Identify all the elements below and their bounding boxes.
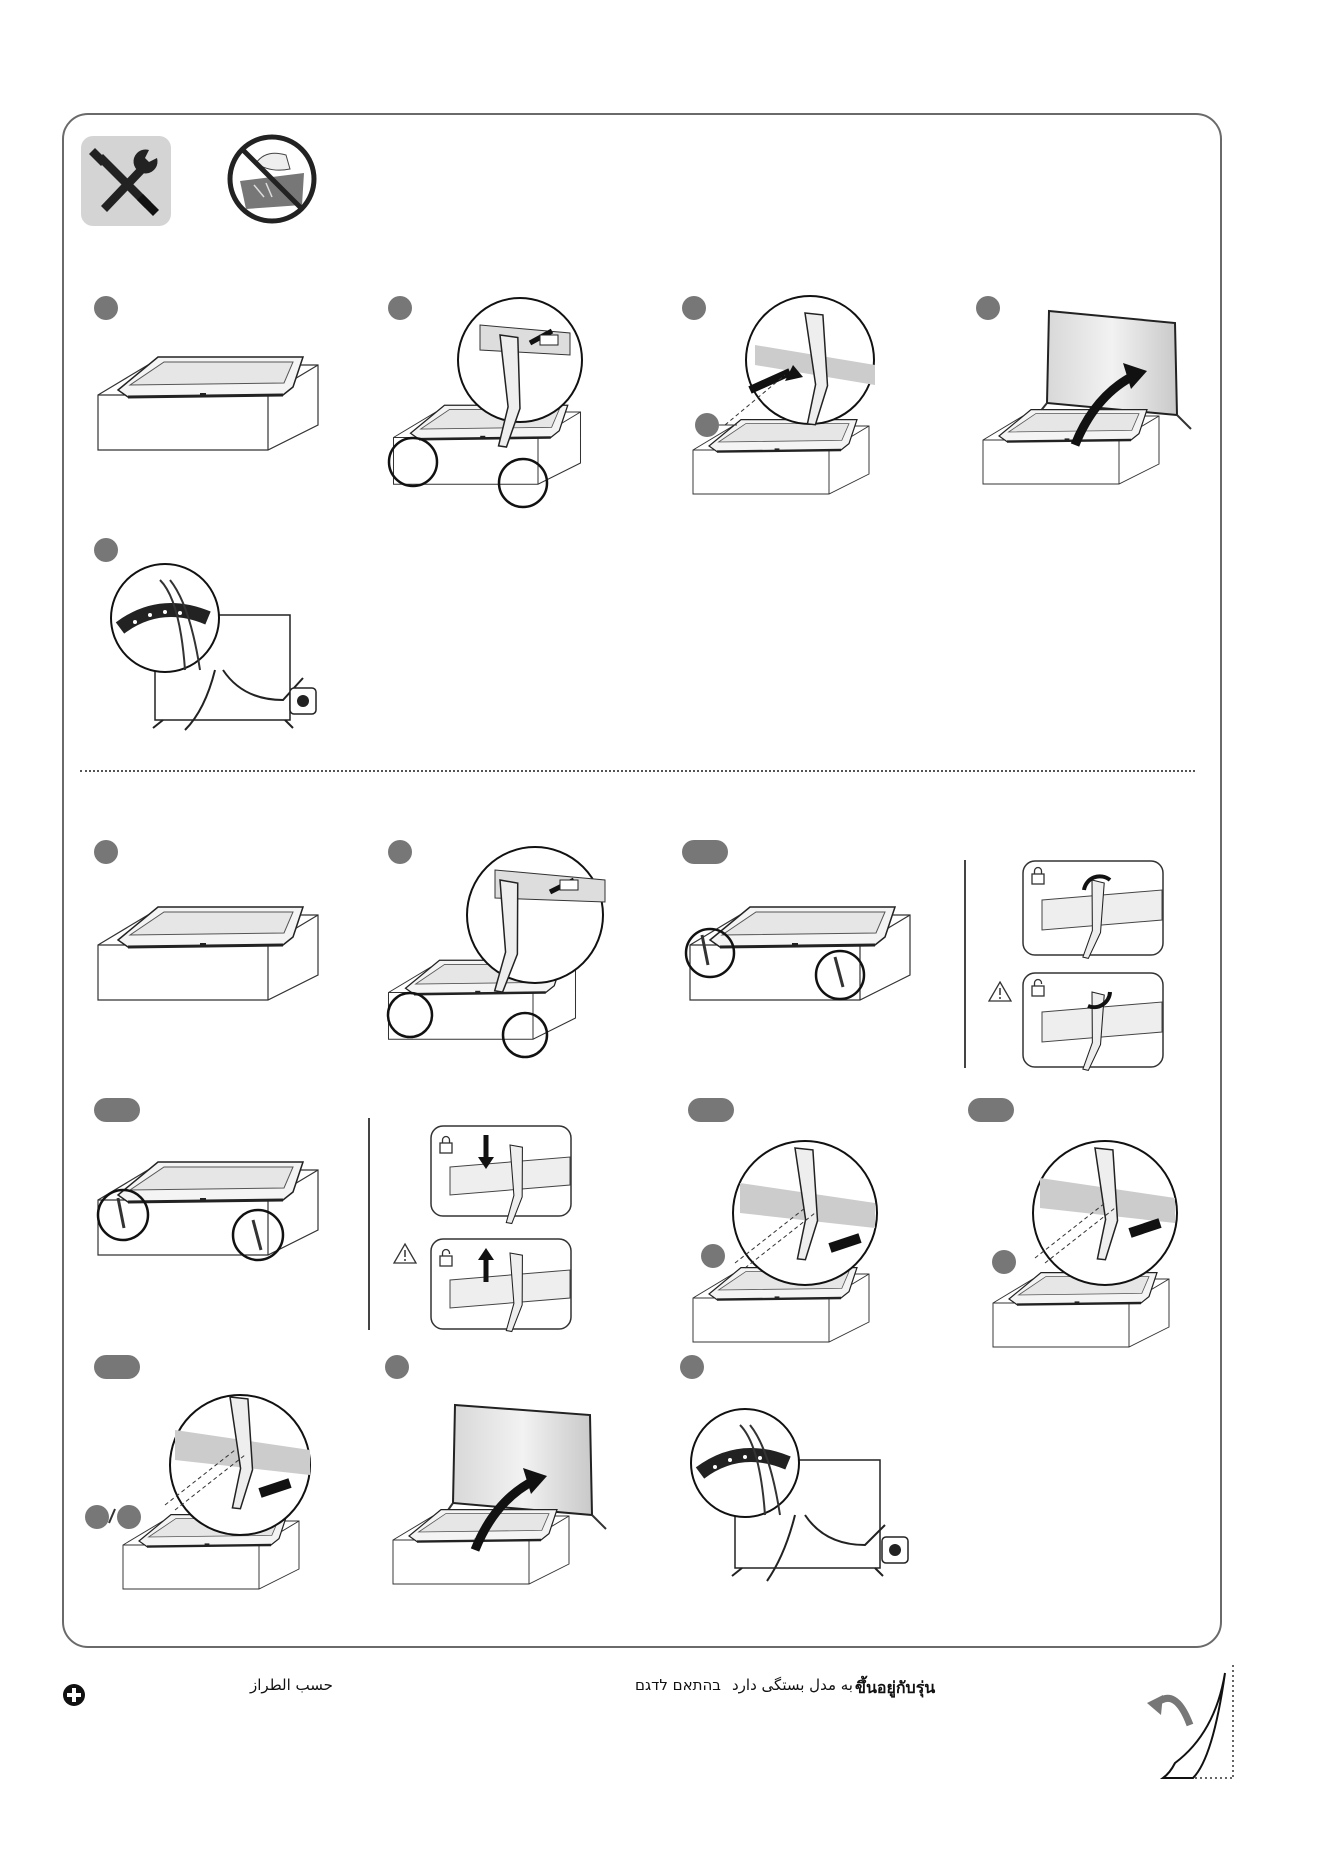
unlock-rotate-illustration — [1022, 972, 1167, 1072]
warning-icon — [393, 1242, 417, 1266]
step-badge — [94, 1098, 140, 1122]
cable-management-illustration — [105, 560, 325, 740]
lock-slide-down-illustration — [430, 1125, 575, 1221]
unlock-slide-up-illustration — [430, 1238, 575, 1334]
vertical-separator — [964, 860, 966, 1068]
step-badge — [94, 296, 118, 320]
tv-in-box-illustration — [88, 895, 328, 1015]
step-badge — [682, 840, 728, 864]
step-badge — [688, 1098, 734, 1122]
step-badge — [680, 1355, 704, 1379]
step-badge — [94, 840, 118, 864]
stand-position-illustration — [380, 840, 620, 1070]
lock-rotate-illustration — [1022, 860, 1167, 960]
screw-stand-illustration — [685, 295, 900, 520]
model-note-arabic: حسب الطراز — [250, 1676, 333, 1694]
model-note-thai: ขึ้นอยู่กับรุ่น — [855, 1676, 935, 1701]
plus-circle-icon — [62, 1683, 86, 1707]
lift-tv-illustration — [975, 305, 1195, 485]
stand-insert-illustration — [88, 1150, 338, 1275]
stand-position-illustration — [385, 295, 600, 515]
screw-stand-illustration — [980, 1138, 1195, 1363]
tv-in-box-illustration — [88, 345, 328, 465]
stand-insert-illustration — [680, 895, 930, 1020]
warning-icon — [988, 980, 1012, 1004]
cable-management-illustration — [690, 1405, 920, 1590]
screw-stand-illustration — [685, 1138, 895, 1363]
page-turn-icon — [1145, 1665, 1235, 1780]
screwdriver-wrench-icon — [81, 136, 171, 226]
model-note-hebrew: בהתאם לדגם — [635, 1676, 721, 1694]
screw-stand-illustration — [85, 1385, 335, 1610]
step-badge — [385, 1355, 409, 1379]
model-note-persian: به مدل بستگی دارد — [732, 1676, 853, 1694]
step-badge — [94, 538, 118, 562]
lift-tv-illustration — [385, 1400, 605, 1590]
section-divider — [80, 770, 1195, 772]
step-badge — [94, 1355, 140, 1379]
step-badge — [968, 1098, 1014, 1122]
no-scratch-surface-icon — [226, 133, 318, 225]
vertical-separator — [368, 1118, 370, 1330]
